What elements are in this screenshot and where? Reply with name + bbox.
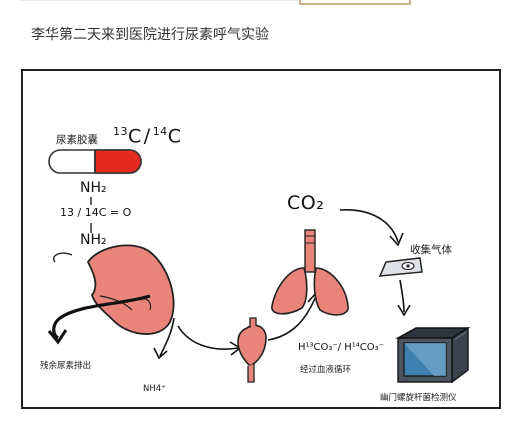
capsule-label: 尿素胶囊 [56, 134, 98, 146]
bicarbonate-formula: H¹³CO₃⁻/ H¹⁴CO₃⁻ [298, 342, 384, 353]
arrow-residual-urea-head [47, 329, 68, 345]
residual-urea-label: 残余尿素排出 [40, 361, 92, 371]
gas-bag-icon [378, 257, 423, 277]
heart-organ [237, 317, 267, 383]
lungs-organ [271, 229, 349, 316]
arrow-ammonium [159, 317, 175, 357]
arrow-to-collect-head [389, 232, 404, 247]
arrow-residual-urea [52, 294, 151, 340]
arrow-ammonium-head [153, 347, 168, 360]
ammonium-label: NH4⁺ [143, 384, 166, 394]
scene-caption: 李华第二天来到医院进行尿素呼气实验 [31, 27, 269, 43]
urea-nh2-bottom: NH₂ [80, 232, 107, 248]
urea-nh2-top: NH₂ [80, 180, 107, 196]
arrow-to-heart [177, 325, 239, 350]
capsule-icon [48, 149, 142, 174]
c14-superscript: 14 [152, 125, 168, 138]
c14-symbol: C [167, 125, 182, 148]
arrow-to-lungs [267, 295, 317, 341]
co2-label: CO₂ [287, 192, 325, 214]
c13-superscript: 13 [113, 125, 128, 138]
isotope-formula: 13C/14C [113, 125, 181, 147]
arrow-to-collect [339, 209, 399, 243]
diagram-panel [21, 69, 501, 409]
c13-symbol: C [128, 125, 142, 148]
arrow-to-detector-head [397, 304, 411, 317]
detector-device [395, 326, 471, 384]
circulation-label: 经过血液循环 [300, 365, 352, 375]
urea-carbonyl: 13 / 14C = O [60, 206, 132, 219]
stomach-organ [53, 244, 175, 335]
arrow-to-detector [399, 279, 405, 313]
isotope-separator: / [143, 125, 151, 148]
detector-label: 幽门螺旋杆菌检测仪 [380, 393, 457, 403]
previous-panel-edge [299, 0, 411, 5]
collect-gas-label: 收集气体 [410, 244, 452, 256]
